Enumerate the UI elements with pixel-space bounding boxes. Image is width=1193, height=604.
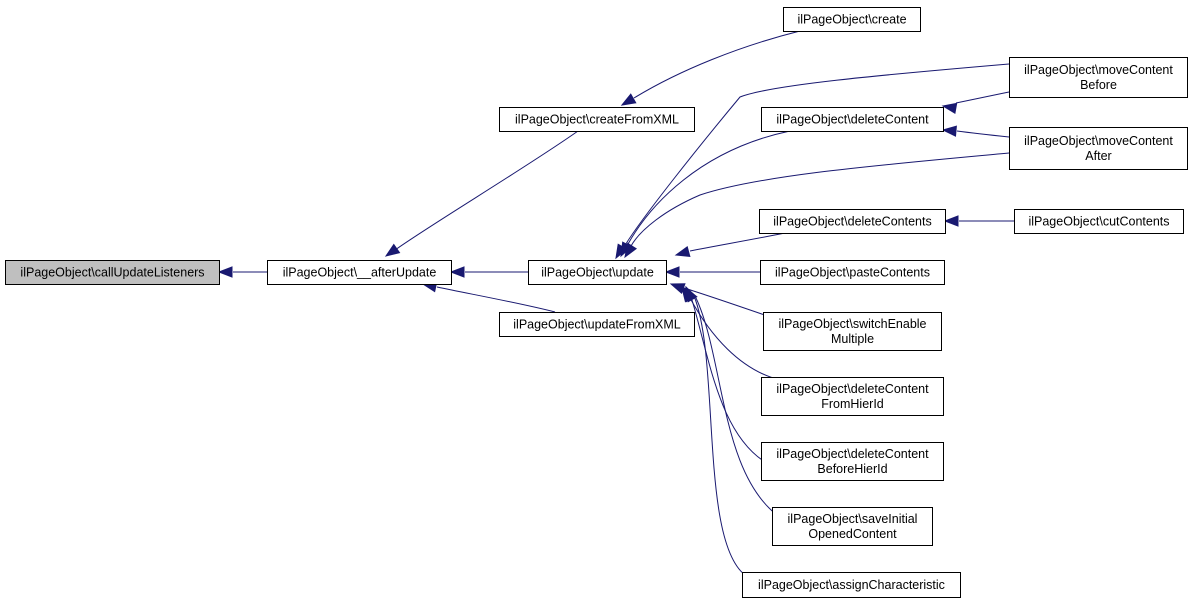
arrowhead: [685, 285, 697, 302]
node-box[interactable]: [763, 312, 942, 351]
node-assignCharacteristic[interactable]: ilPageObject\assignCharacteristic: [742, 572, 961, 598]
edge-moveContentAfter-to-deleteContent: [941, 125, 1010, 138]
node-pasteContents[interactable]: ilPageObject\pasteContents: [760, 260, 945, 285]
edge-pasteContents-to-update: [664, 266, 760, 278]
node-box[interactable]: [5, 260, 220, 285]
node-box[interactable]: [267, 260, 452, 285]
node-create[interactable]: ilPageObject\create: [783, 7, 921, 32]
edge-line: [693, 295, 746, 576]
node-label: ilPageObject\deleteContents: [773, 215, 931, 229]
node-label: OpenedContent: [808, 527, 897, 541]
node-label: ilPageObject\moveContent: [1024, 63, 1173, 77]
node-cutContents[interactable]: ilPageObject\cutContents: [1014, 209, 1184, 234]
node-box[interactable]: [528, 260, 667, 285]
edge-line: [630, 152, 1010, 247]
edges: [217, 30, 1014, 576]
arrowhead: [941, 102, 958, 114]
node-deleteContent[interactable]: ilPageObject\deleteContent: [761, 107, 944, 132]
node-box[interactable]: [1014, 209, 1184, 234]
edge-line: [394, 130, 579, 251]
node-label: ilPageObject\update: [541, 266, 654, 280]
edge-line: [691, 299, 773, 467]
edge-deleteContentBeforeHierId-to-update: [683, 286, 773, 467]
edge-line: [689, 297, 781, 381]
edge-line: [955, 91, 1010, 104]
node-label: ilPageObject\updateFromXML: [513, 318, 680, 332]
node-createFromXML[interactable]: ilPageObject\createFromXML: [499, 107, 695, 132]
node-label: ilPageObject\moveContent: [1024, 134, 1173, 148]
edge-moveContentAfter-to-update: [624, 152, 1010, 259]
node-label: ilPageObject\deleteContent: [776, 382, 929, 396]
node-label: ilPageObject\cutContents: [1028, 215, 1169, 229]
edge-create-to-createFromXML: [620, 30, 801, 106]
edge-line: [956, 130, 1010, 138]
edge-line: [623, 63, 1010, 248]
edge-assignCharacteristic-to-update: [685, 285, 746, 576]
node-label: After: [1085, 149, 1111, 163]
edge-deleteContents-to-update: [674, 232, 786, 258]
node-label: BeforeHierId: [817, 462, 887, 476]
arrowhead: [943, 215, 959, 227]
node-box[interactable]: [1009, 127, 1188, 170]
arrowhead: [664, 266, 680, 278]
nodes: ilPageObject\callUpdateListeners ilPageOb…: [5, 7, 1188, 598]
node-callUpdateListeners[interactable]: ilPageObject\callUpdateListeners: [5, 260, 220, 285]
node-box[interactable]: [761, 107, 944, 132]
arrowhead: [384, 243, 401, 257]
node-box[interactable]: [772, 507, 933, 546]
edge-line: [627, 130, 791, 245]
arrowhead: [674, 245, 691, 258]
arrowhead: [217, 266, 233, 278]
edge-update-to-afterUpdate: [449, 266, 528, 278]
node-label: ilPageObject\assignCharacteristic: [758, 578, 945, 592]
node-box[interactable]: [499, 107, 695, 132]
node-label: FromHierId: [821, 397, 884, 411]
node-label: ilPageObject\pasteContents: [775, 266, 930, 280]
arrowhead: [620, 93, 637, 106]
node-box[interactable]: [761, 442, 944, 481]
node-update[interactable]: ilPageObject\update: [528, 260, 667, 285]
edge-moveContentBefore-to-deleteContent: [941, 91, 1010, 114]
node-label: Multiple: [831, 332, 874, 346]
edge-line: [436, 286, 556, 313]
node-box[interactable]: [742, 572, 961, 598]
node-box[interactable]: [783, 7, 921, 32]
edge-afterUpdate-to-callUpdateListeners: [217, 266, 267, 278]
node-deleteContents[interactable]: ilPageObject\deleteContents: [759, 209, 946, 234]
node-box[interactable]: [760, 260, 945, 285]
edge-updateFromXML-to-afterUpdate: [421, 281, 556, 313]
edge-line: [633, 30, 801, 99]
node-label: ilPageObject\switchEnable: [779, 317, 927, 331]
arrowhead: [941, 125, 957, 137]
node-label: ilPageObject\deleteContent: [776, 447, 929, 461]
node-box[interactable]: [759, 209, 946, 234]
arrowhead: [624, 242, 638, 259]
edge-line: [689, 232, 786, 252]
edge-line: [695, 297, 785, 521]
node-label: Before: [1080, 78, 1117, 92]
node-label: ilPageObject\__afterUpdate: [283, 266, 437, 280]
arrowhead: [449, 266, 465, 278]
node-box[interactable]: [761, 377, 944, 416]
node-label: ilPageObject\callUpdateListeners: [20, 266, 204, 280]
node-label: ilPageObject\createFromXML: [515, 113, 679, 127]
node-label: ilPageObject\deleteContent: [776, 113, 929, 127]
node-label: ilPageObject\create: [797, 13, 906, 27]
node-label: ilPageObject\saveInitial: [788, 512, 918, 526]
node-box[interactable]: [499, 312, 695, 337]
edge-createFromXML-to-afterUpdate: [384, 130, 579, 257]
node-afterUpdate[interactable]: ilPageObject\__afterUpdate: [267, 260, 452, 285]
edge-cutContents-to-deleteContents: [943, 215, 1014, 227]
node-updateFromXML[interactable]: ilPageObject\updateFromXML: [499, 312, 695, 337]
node-box[interactable]: [1009, 57, 1188, 98]
